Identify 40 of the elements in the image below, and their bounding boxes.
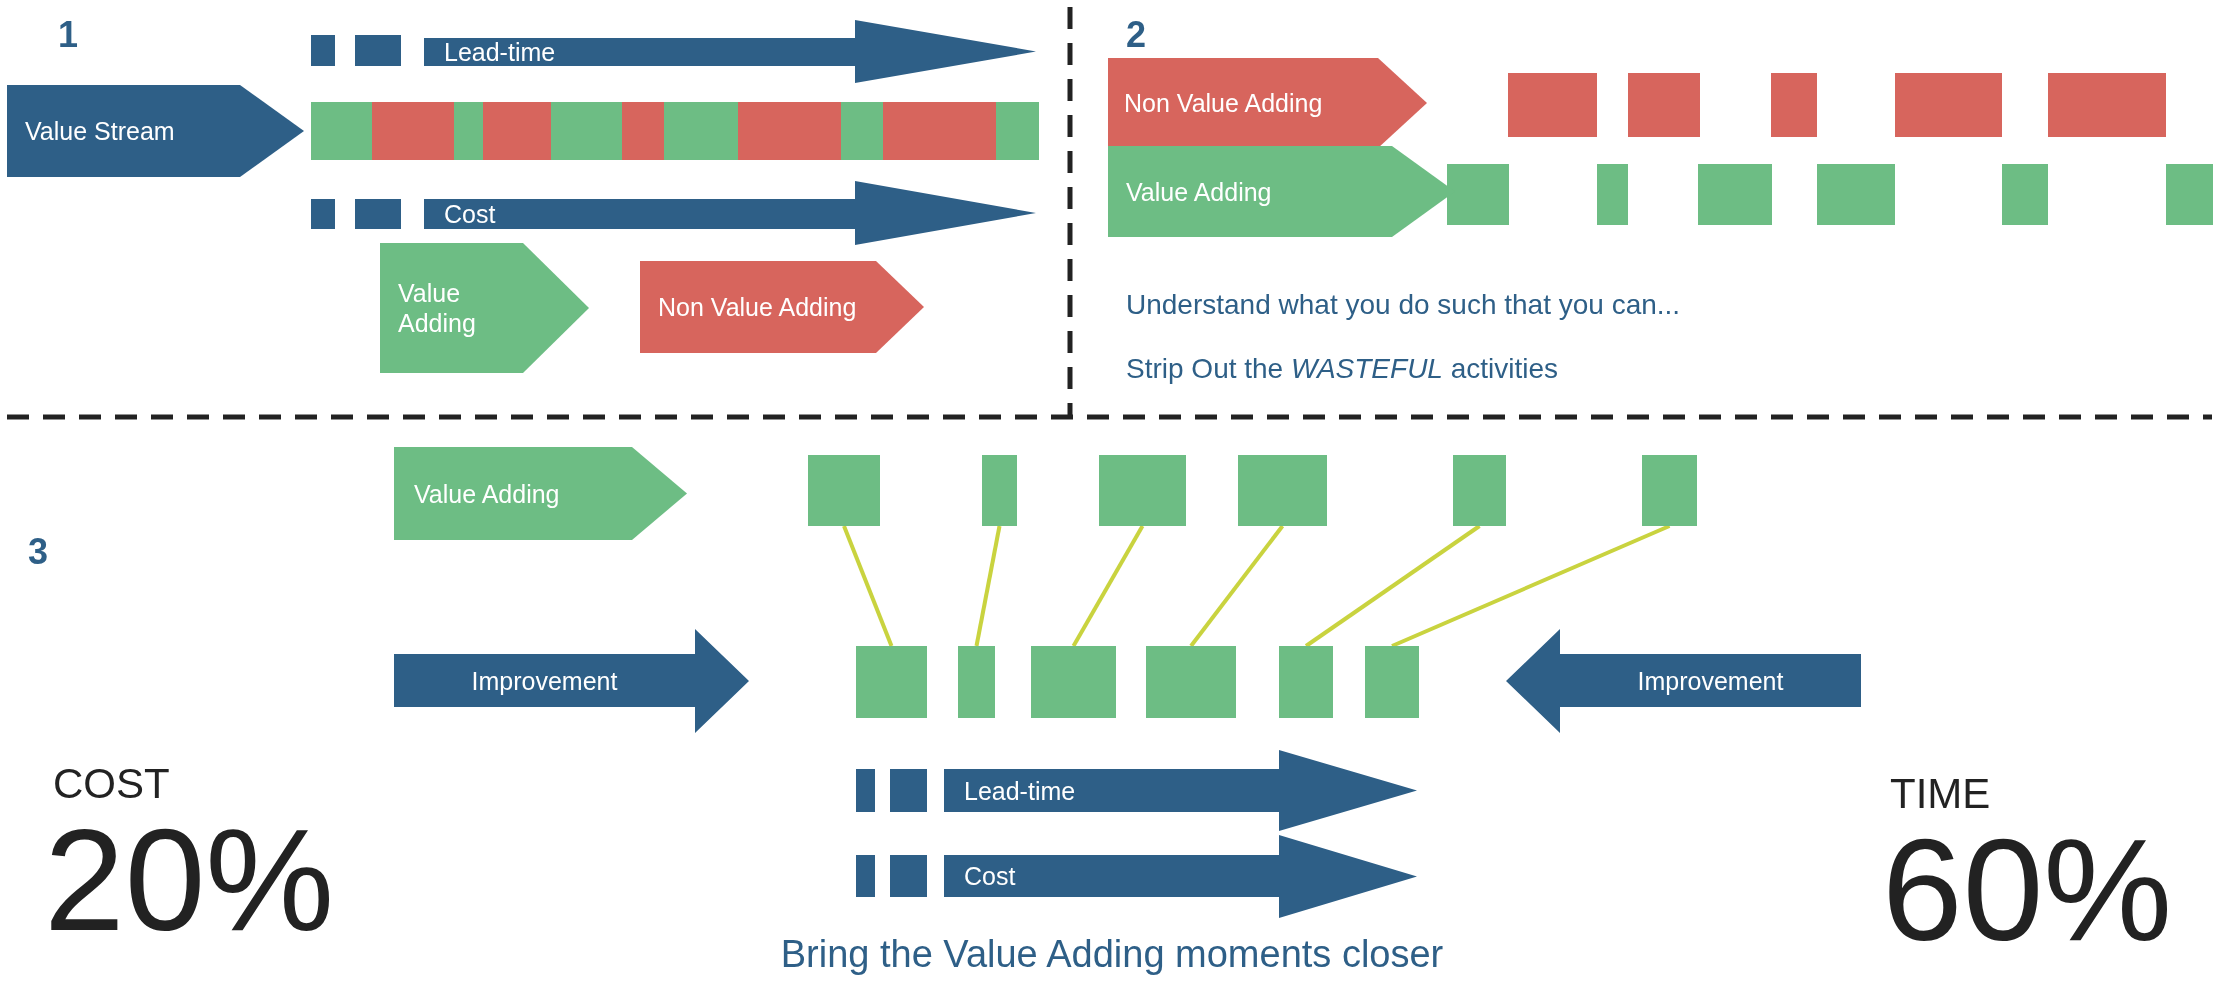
note-text: Strip Out the WASTEFUL activities — [1126, 352, 1559, 386]
activity-block — [1146, 646, 1236, 718]
arrow-label: Non Value Adding — [658, 292, 857, 322]
activity-block — [1365, 646, 1419, 718]
activity-block — [808, 455, 880, 526]
section-number: 2 — [1126, 13, 1147, 57]
connector-line — [974, 525, 1002, 647]
activity-block — [1031, 646, 1116, 718]
percentage-value: 20% — [44, 808, 335, 953]
connector-line — [1391, 524, 1671, 648]
arrow-label: Improvement — [471, 665, 618, 696]
activity-block — [958, 646, 995, 718]
section-number: 1 — [58, 13, 79, 57]
caption: Bring the Value Adding moments closer — [780, 932, 1444, 977]
arrow-label: Improvement — [1637, 665, 1784, 696]
arrow-label: Non Value Adding — [1124, 88, 1323, 118]
activity-block — [856, 646, 927, 718]
activity-block — [1238, 455, 1327, 526]
activity-block — [1279, 646, 1333, 718]
section-number: 3 — [28, 530, 49, 574]
arrow-label: Lead-time — [444, 37, 556, 67]
percentage-value: 60% — [1882, 818, 2173, 963]
cost-heading: COST — [53, 759, 170, 809]
arrow-label: Value Adding — [398, 278, 477, 338]
arrow-label: Lead-time — [964, 775, 1076, 806]
activity-block — [1099, 455, 1186, 526]
time-heading: TIME — [1890, 769, 1991, 819]
activity-block — [982, 455, 1017, 526]
arrow-label: Value Adding — [1126, 176, 1272, 207]
note-text: Understand what you do such that you can... — [1126, 288, 1681, 322]
activity-block — [1642, 455, 1697, 526]
arrow-label: Value Stream — [25, 116, 175, 146]
arrow-label: Value Adding — [414, 478, 560, 509]
connector-line — [842, 525, 894, 647]
activity-block — [1453, 455, 1506, 526]
connector-line — [1304, 524, 1481, 648]
arrow-label: Cost — [964, 861, 1016, 891]
arrow-label: Cost — [444, 199, 496, 229]
connector-line — [1071, 525, 1145, 647]
connector-line — [1189, 524, 1285, 648]
